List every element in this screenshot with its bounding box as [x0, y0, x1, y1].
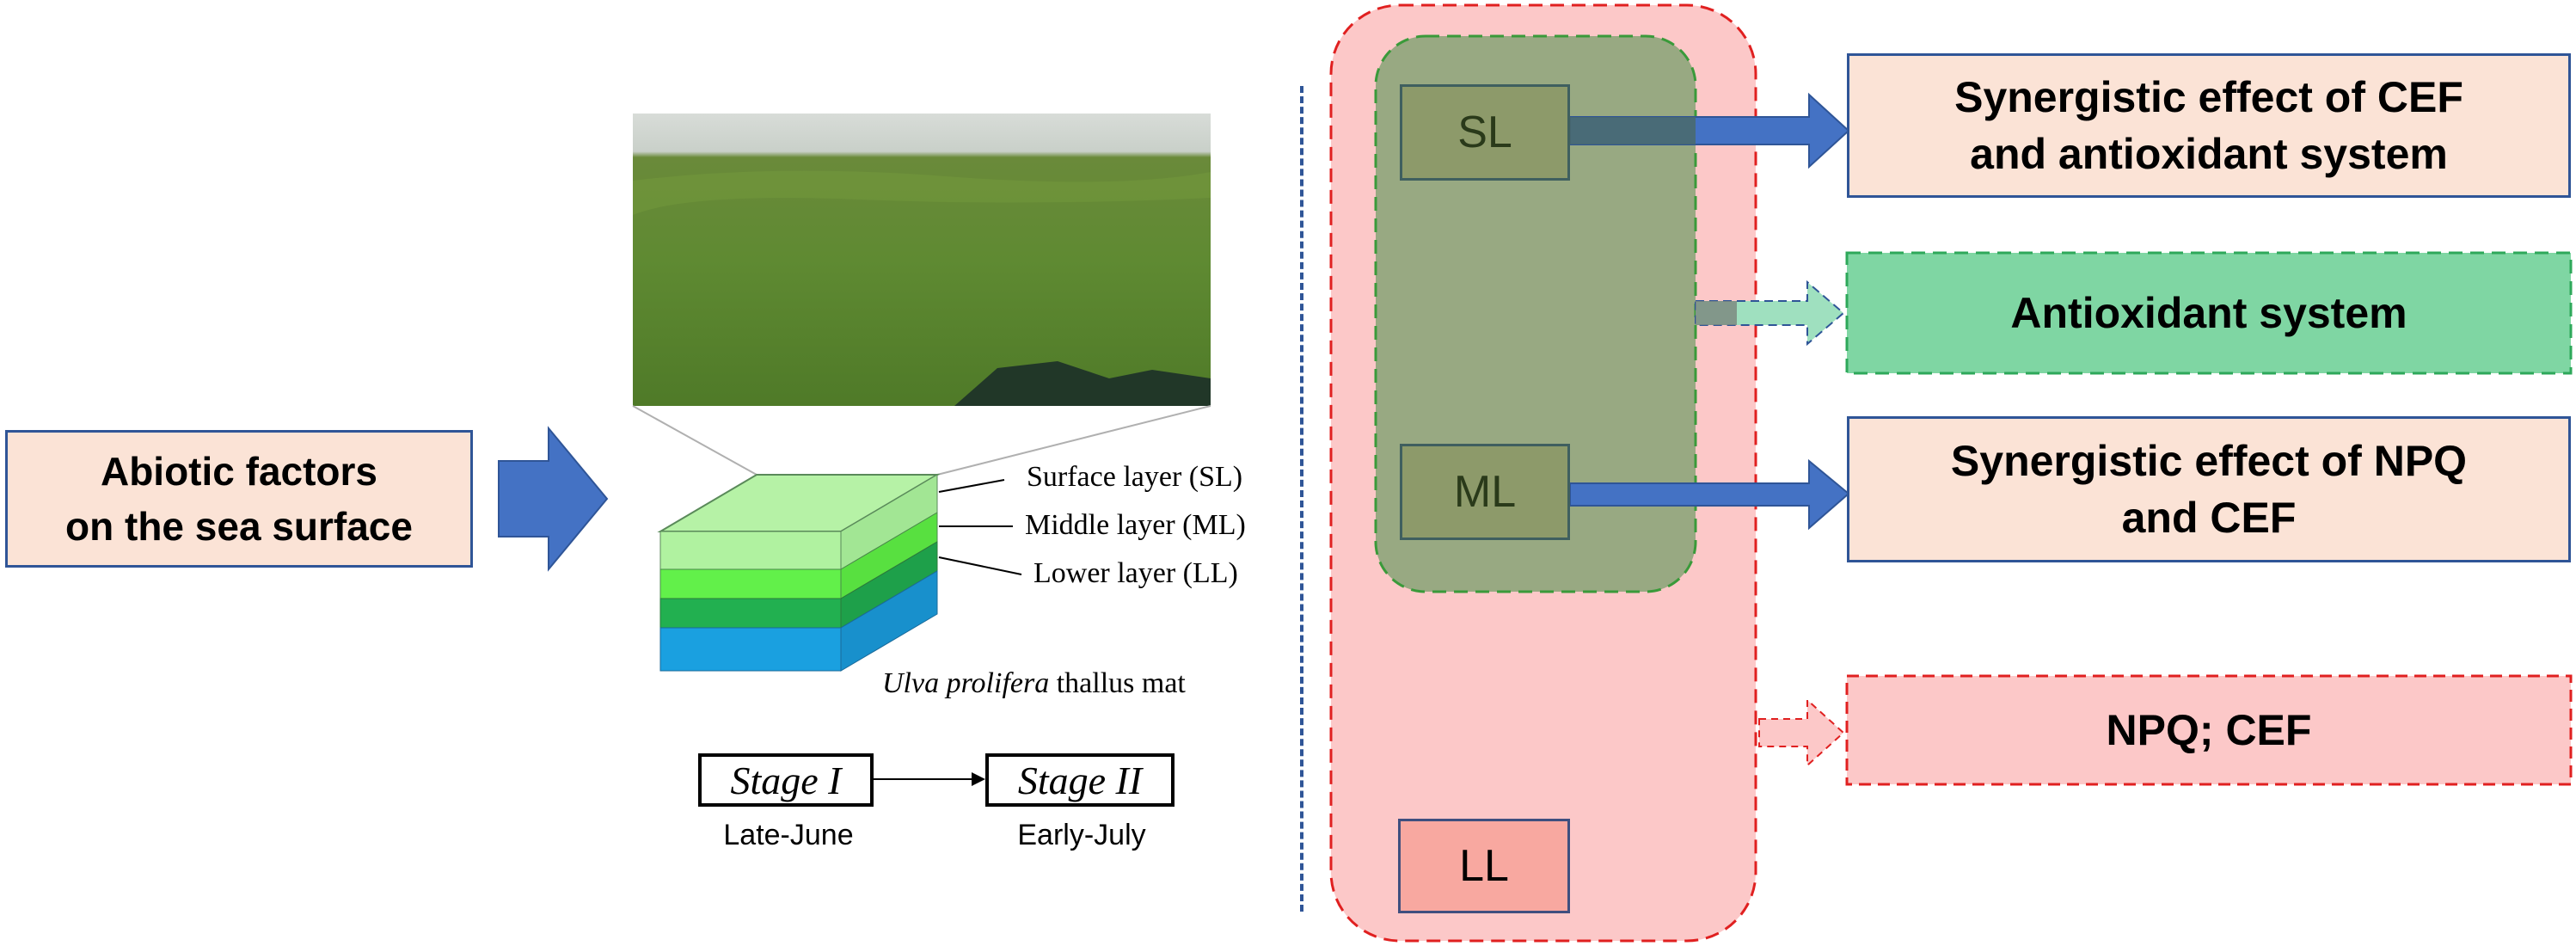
stage-1-date: Late-June	[723, 819, 854, 851]
antioxidant-arrow-overlay	[1696, 301, 1737, 325]
stage-arrow-head	[972, 772, 985, 786]
ll-outcome-label: NPQ; CEF	[2106, 706, 2312, 754]
middle-layer-label: Middle layer (ML)	[1025, 509, 1246, 541]
zoom-line-left	[632, 405, 757, 476]
ml-outcome-line1: Synergistic effect of NPQ	[1950, 437, 2468, 485]
input-arrow	[498, 426, 609, 572]
photo-texture	[633, 170, 1211, 215]
abiotic-factors-box: Abiotic factors on the sea surface	[5, 430, 473, 568]
ml-outcome-box: Synergistic effect of NPQ and CEF	[1847, 416, 2571, 562]
sl-tag-label: SL	[1457, 108, 1512, 157]
mat-caption-rest: thallus mat	[1056, 667, 1186, 699]
antioxidant-label: Antioxidant system	[2010, 289, 2407, 337]
sl-tag: SL	[1400, 84, 1570, 181]
zoom-line-right	[936, 405, 1211, 476]
ll-arrow	[1758, 697, 1845, 768]
ml-tag-label: ML	[1453, 467, 1517, 517]
thallus-mat-block	[657, 474, 941, 672]
ll-outcome-box: NPQ; CEF	[1847, 676, 2571, 784]
sl-outcome-line2: and antioxidant system	[1970, 130, 2448, 178]
abiotic-factors-line1: Abiotic factors	[100, 449, 378, 494]
ml-arrow	[1569, 458, 1850, 531]
stage-2-box: Stage II	[985, 753, 1175, 807]
ll-outcome-box-bg	[1845, 674, 2573, 786]
section-divider	[1300, 86, 1303, 912]
stage-2-date: Early-July	[1017, 819, 1146, 851]
mat-caption-species: Ulva prolifera	[882, 667, 1050, 699]
sl-outcome-box: Synergistic effect of CEF and antioxidan…	[1847, 53, 2571, 198]
abiotic-factors-line2: on the sea surface	[65, 504, 413, 549]
ml-outcome-line2: and CEF	[2121, 494, 2297, 542]
photo-dark-water	[954, 361, 1211, 406]
antioxidant-box: Antioxidant system	[1847, 253, 2571, 373]
ll-tag-label: LL	[1459, 841, 1509, 891]
surface-layer-label: Surface layer (SL)	[1027, 461, 1243, 493]
stage-1-box: Stage I	[698, 753, 874, 807]
antioxidant-box-bg	[1845, 251, 2573, 375]
lower-layer-label: Lower layer (LL)	[1033, 557, 1238, 589]
leader-line-ll	[938, 556, 1022, 575]
stage-2-label: Stage II	[1017, 758, 1143, 802]
ml-tag: ML	[1400, 444, 1570, 540]
stage-1-label: Stage I	[730, 758, 842, 802]
mat-caption: Ulva prolifera thallus mat	[882, 667, 1186, 700]
sl-outcome-line1: Synergistic effect of CEF	[1954, 73, 2463, 121]
ll-tag: LL	[1398, 819, 1570, 913]
algae-bloom-photo	[633, 114, 1211, 406]
sl-arrow-overlay	[1570, 117, 1696, 144]
leader-line-sl	[938, 479, 1005, 493]
